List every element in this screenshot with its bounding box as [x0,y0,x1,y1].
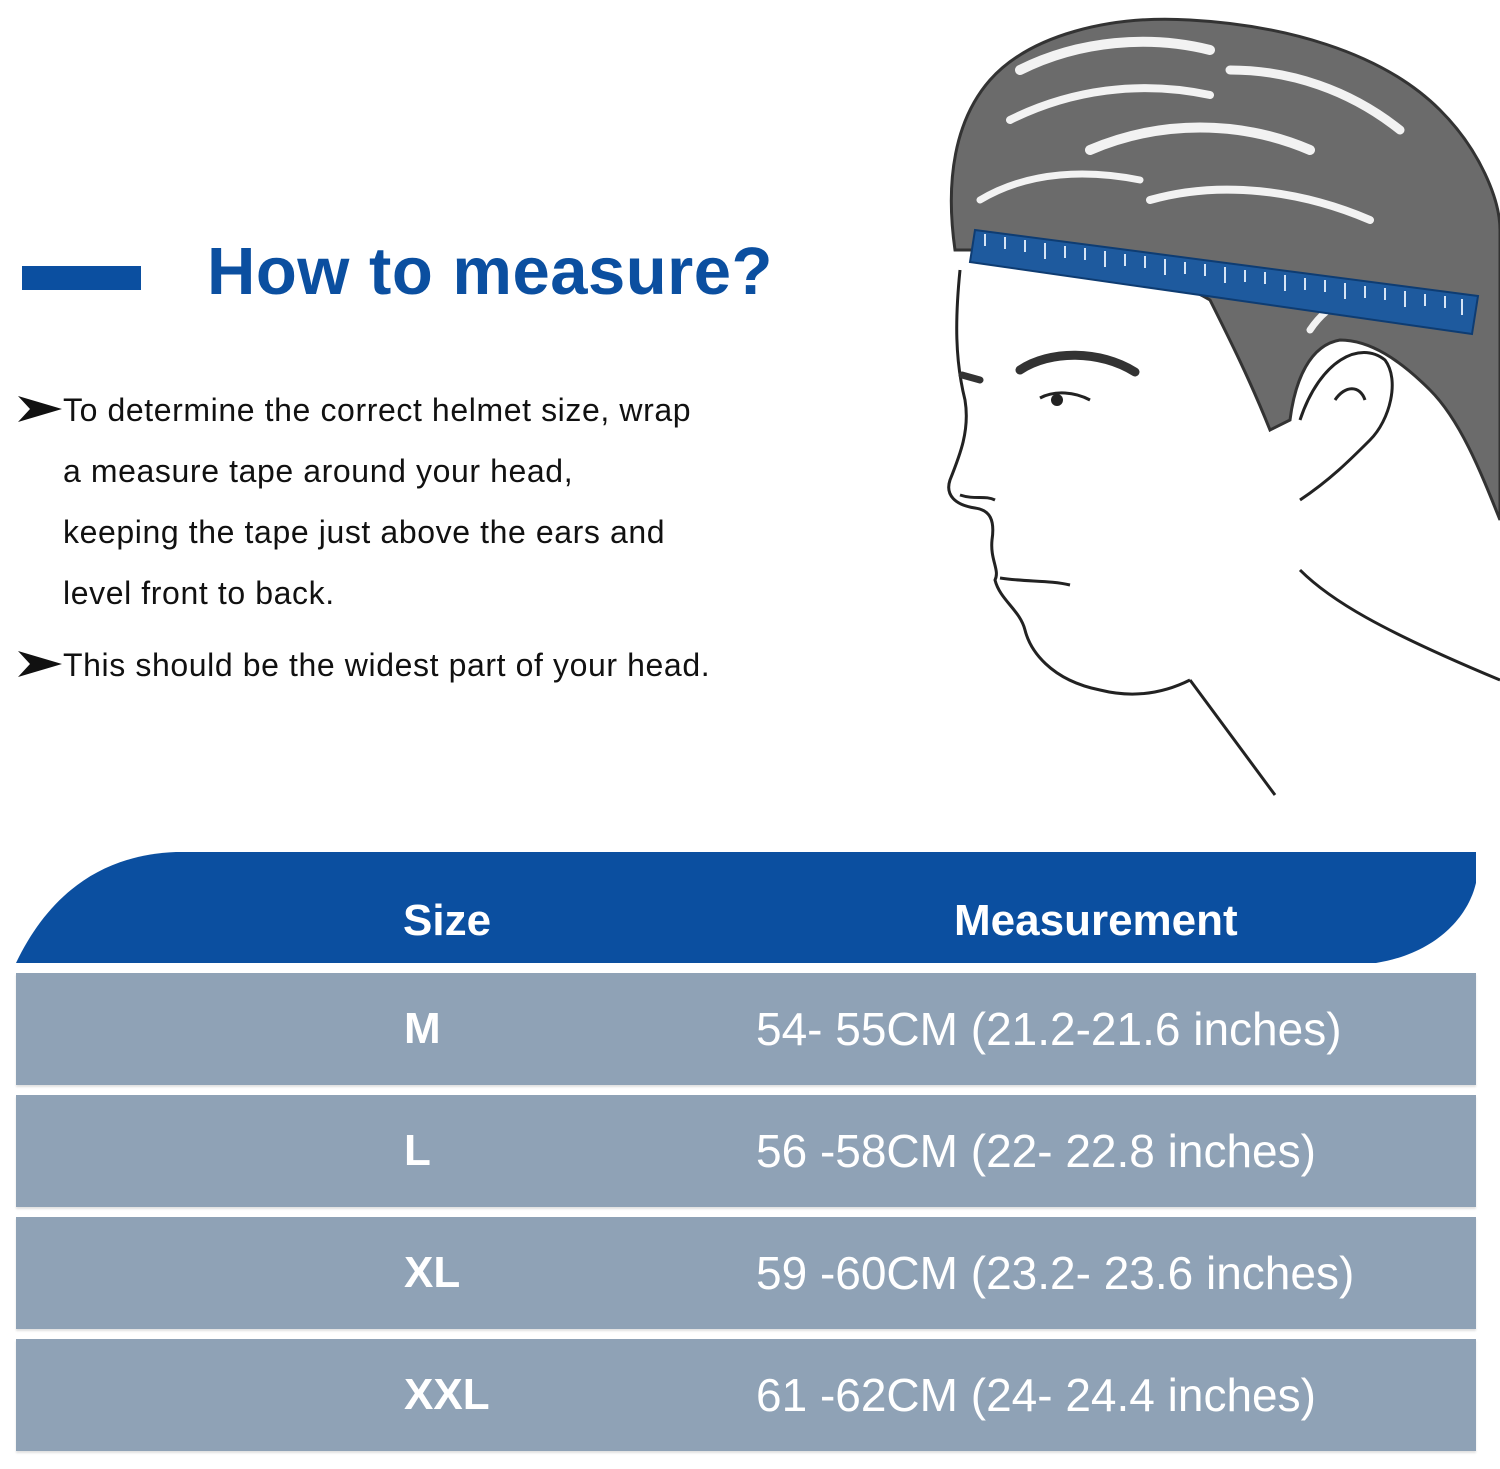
table-row: M 54- 55CM (21.2-21.6 inches) [16,973,1476,1085]
column-header-size: Size [403,896,492,945]
header-wave-shape [16,852,1476,963]
page-title: How to measure? [207,234,773,309]
size-table-header: Size Measurement [16,850,1476,963]
size-cell: XL [404,1248,461,1297]
instruction-line: level front to back. [63,575,335,611]
column-header-measurement: Measurement [954,896,1238,945]
size-rows: M 54- 55CM (21.2-21.6 inches) L 56 -58CM… [16,973,1476,1461]
instruction-line: This should be the widest part of your h… [63,647,711,683]
measurement-cell: 54- 55CM (21.2-21.6 inches) [756,1003,1342,1055]
table-row: XL 59 -60CM (23.2- 23.6 inches) [16,1217,1476,1329]
accent-bar [22,266,141,290]
table-row: XXL 61 -62CM (24- 24.4 inches) [16,1339,1476,1451]
size-cell: L [404,1126,431,1175]
table-row: L 56 -58CM (22- 22.8 inches) [16,1095,1476,1207]
eyebrow [1015,350,1140,377]
instruction-line: keeping the tape just above the ears and [63,514,666,550]
measurement-cell: 56 -58CM (22- 22.8 inches) [756,1125,1316,1177]
size-cell: XXL [404,1370,490,1419]
instruction-bullet-2: This should be the widest part of your h… [18,635,818,696]
measurement-cell: 61 -62CM (24- 24.4 inches) [756,1369,1316,1421]
ear [1298,351,1394,502]
instruction-line: To determine the correct helmet size, wr… [63,392,692,428]
face-profile [947,269,1191,696]
eye [1039,391,1091,402]
head-measuring-illustration [947,17,1500,796]
size-cell: M [404,1004,441,1053]
size-table: Size Measurement M 54- 55CM (21.2-21.6 i… [16,850,1476,1451]
arrowhead-bullet-icon [18,396,62,422]
instructions: To determine the correct helmet size, wr… [18,380,818,696]
instruction-bullet-1: To determine the correct helmet size, wr… [18,380,818,624]
arrowhead-bullet-icon [18,651,62,677]
measurement-cell: 59 -60CM (23.2- 23.6 inches) [756,1247,1355,1299]
instruction-line: a measure tape around your head, [63,453,574,489]
